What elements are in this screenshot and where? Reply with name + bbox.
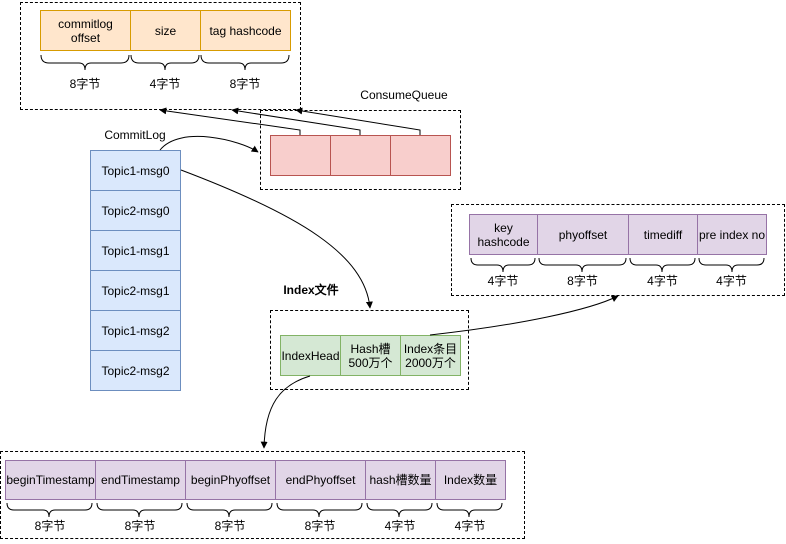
size-brace [6, 502, 93, 518]
commitlog-title: CommitLog [104, 128, 166, 142]
size-brace [130, 54, 200, 71]
field-key-hashcode: key hashcode [469, 214, 538, 255]
consume-queue-title: ConsumeQueue [360, 88, 448, 102]
size-label: 4字节 [384, 519, 416, 533]
consume-queue-container [260, 110, 461, 190]
field-hash-slot-count: hash槽数量 [365, 460, 436, 500]
arrow [295, 107, 421, 135]
size-brace [96, 502, 183, 518]
index-head-cell: IndexHead [280, 335, 341, 376]
field-timediff: timediff [628, 214, 698, 255]
arrow [429, 295, 619, 336]
size-label: 4字节 [149, 77, 181, 91]
consume-queue-cell [330, 135, 391, 176]
field-begin-timestamp: beginTimestamp [5, 460, 96, 500]
index-file-container [270, 310, 469, 390]
consume-queue-cell [270, 135, 331, 176]
size-label: 4字节 [454, 519, 486, 533]
arrow [231, 107, 361, 135]
size-label: 8字节 [124, 519, 156, 533]
arrow [159, 136, 259, 153]
size-brace [366, 502, 433, 518]
arrow [180, 169, 373, 309]
size-brace [698, 257, 765, 273]
commitlog-message: Topic2-msg0 [90, 190, 181, 231]
index-item-cell: Index条目 2000万个 [400, 335, 461, 376]
size-brace [538, 257, 627, 273]
field-end-timestamp: endTimestamp [95, 460, 186, 500]
size-label: 4字节 [647, 274, 678, 288]
size-brace [40, 54, 130, 71]
commitlog-message: Topic1-msg0 [90, 150, 181, 191]
field-size: size [130, 10, 201, 51]
size-label: 4字节 [487, 274, 519, 288]
size-brace [200, 54, 290, 71]
size-brace [186, 502, 273, 518]
field-tag-hashcode: tag hashcode [200, 10, 291, 51]
field-pre-index-no: pre index no [697, 214, 767, 255]
field-end-phyoffset: endPhyoffset [275, 460, 366, 500]
field-index-count: Index数量 [435, 460, 506, 500]
size-brace [629, 257, 696, 273]
commitlog-message: Topic2-msg2 [90, 350, 181, 391]
size-label: 8字节 [229, 77, 261, 91]
arrow [159, 107, 301, 135]
size-brace [276, 502, 363, 518]
size-label: 8字节 [214, 519, 246, 533]
commitlog-message: Topic2-msg1 [90, 270, 181, 311]
size-label: 8字节 [34, 519, 66, 533]
consume-queue-cell [390, 135, 451, 176]
commitlog-message: Topic1-msg1 [90, 230, 181, 271]
index-head-container [0, 451, 525, 539]
size-label: 4字节 [716, 274, 747, 288]
size-label: 8字节 [304, 519, 336, 533]
size-brace [470, 257, 536, 273]
index-file-title: Index文件 [283, 283, 339, 297]
size-label: 8字节 [69, 77, 101, 91]
size-label: 8字节 [567, 274, 598, 288]
index-entry-container [451, 204, 785, 296]
field-begin-phyoffset: beginPhyoffset [185, 460, 276, 500]
field-phyoffset: phyoffset [537, 214, 629, 255]
hash-slot-cell: Hash槽 500万个 [340, 335, 401, 376]
arrow [260, 375, 311, 449]
size-brace [436, 502, 503, 518]
